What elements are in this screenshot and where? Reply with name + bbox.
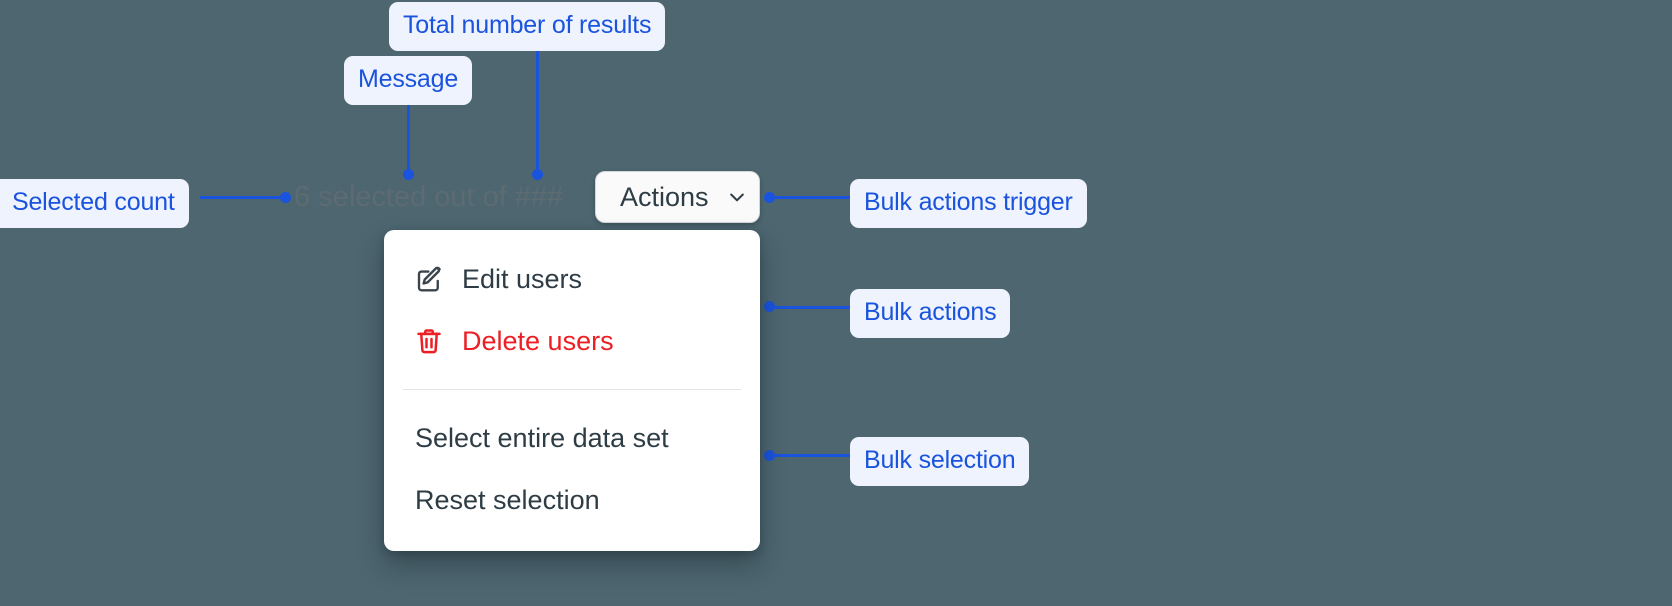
- bulk-actions-trigger-button[interactable]: Actions: [595, 171, 760, 223]
- connector-bulk-selection: [768, 454, 854, 457]
- connector-message: [407, 92, 410, 174]
- edit-icon: [414, 264, 444, 294]
- chevron-down-icon: [727, 187, 747, 207]
- connector-dot-total-results: [532, 169, 543, 180]
- callout-selected-count: Selected count: [0, 179, 189, 228]
- callout-bulk-selection: Bulk selection: [850, 437, 1030, 486]
- menu-item-delete-users[interactable]: Delete users: [384, 310, 760, 372]
- trash-icon: [414, 326, 444, 356]
- connector-dot-selected-count: [280, 192, 291, 203]
- selected-count-message: 6 selected out of ###: [294, 181, 564, 213]
- connector-total-results: [536, 38, 539, 174]
- menu-item-select-entire-data-set[interactable]: Select entire data set: [384, 407, 760, 469]
- bulk-actions-menu: Edit users Delete users Select entire da…: [384, 230, 760, 551]
- actions-button-label: Actions: [620, 181, 709, 212]
- connector-selected-count: [200, 196, 288, 199]
- callout-bulk-actions-trigger: Bulk actions trigger: [850, 179, 1087, 228]
- menu-item-label: Delete users: [462, 325, 614, 356]
- menu-item-reset-selection[interactable]: Reset selection: [384, 469, 760, 531]
- callout-message: Message: [344, 56, 473, 105]
- menu-divider: [403, 389, 741, 390]
- connector-dot-bulk-selection: [764, 450, 775, 461]
- connector-bulk-actions: [768, 306, 854, 309]
- connector-dot-message: [403, 169, 414, 180]
- menu-item-label: Reset selection: [415, 484, 600, 515]
- menu-item-edit-users[interactable]: Edit users: [384, 248, 760, 310]
- connector-dot-bulk-actions-trigger: [764, 192, 775, 203]
- callout-bulk-actions: Bulk actions: [850, 289, 1011, 338]
- menu-item-label: Select entire data set: [415, 422, 669, 453]
- menu-item-label: Edit users: [462, 263, 583, 294]
- connector-dot-bulk-actions: [764, 301, 775, 312]
- connector-bulk-actions-trigger: [768, 196, 854, 199]
- callout-total-number-of-results: Total number of results: [389, 2, 666, 51]
